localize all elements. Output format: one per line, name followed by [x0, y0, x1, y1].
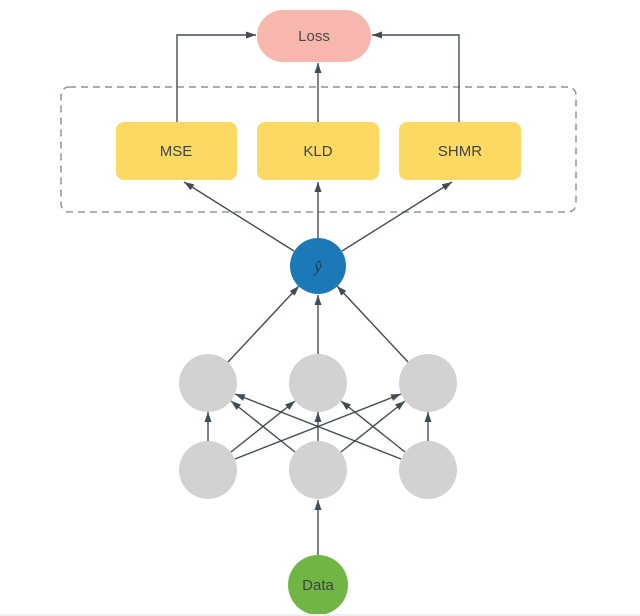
edge-yhat-to-mse	[183, 181, 295, 252]
edge-hidden2-1-to-yhat	[227, 285, 300, 363]
hidden1-node-3	[399, 441, 457, 499]
data-node	[288, 555, 348, 615]
edge-hidden2-3-to-yhat	[336, 285, 409, 363]
mse-label: MSE	[160, 143, 193, 160]
kld-node	[257, 122, 379, 180]
edge-hidden1-2-to-hidden2-1	[230, 400, 296, 453]
kld-label: KLD	[303, 143, 332, 160]
data-label: Data	[302, 577, 334, 594]
bottom-edge	[0, 614, 640, 616]
hidden1-node-1	[179, 441, 237, 499]
hidden1-node-2	[289, 441, 347, 499]
edge-group	[176, 31, 460, 555]
yhat-node	[290, 238, 346, 294]
edge-mse-to-loss	[176, 31, 256, 122]
edge-hidden1-3-to-hidden2-1	[234, 393, 402, 460]
edge-yhat-to-shmr	[341, 181, 453, 252]
hidden2-node-1	[179, 354, 237, 412]
hidden2-node-2	[289, 354, 347, 412]
shmr-node	[399, 122, 521, 180]
mse-node	[116, 122, 237, 180]
shmr-label: SHMR	[438, 143, 482, 160]
hidden2-node-3	[399, 354, 457, 412]
edge-hidden1-3-to-hidden2-2	[340, 400, 406, 453]
yhat-label: ŷ	[312, 259, 322, 276]
edge-shmr-to-loss	[372, 31, 460, 122]
loss-label: Loss	[298, 28, 330, 45]
loss-node	[257, 10, 371, 62]
